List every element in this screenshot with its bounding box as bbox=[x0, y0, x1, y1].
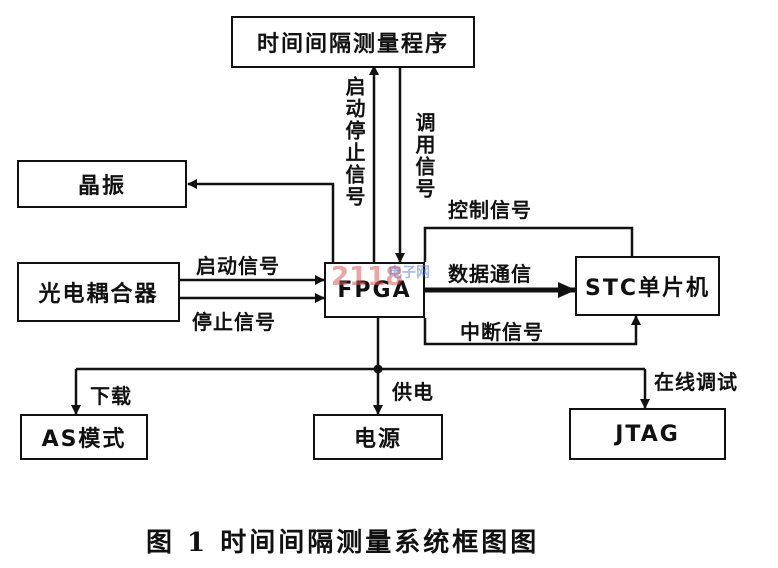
crystal-arrow bbox=[187, 179, 335, 262]
online-debug-label: 在线调试 bbox=[654, 370, 738, 394]
jtag-box: JTAG bbox=[569, 408, 726, 460]
call-signal-label: 调用信号 bbox=[412, 112, 436, 200]
control-signal-label: 控制信号 bbox=[448, 198, 532, 222]
program-box: 时间间隔测量程序 bbox=[231, 16, 475, 68]
stc-box: STC单片机 bbox=[575, 256, 720, 316]
power-supply-label: 供电 bbox=[392, 380, 434, 404]
bus-junction-dot bbox=[373, 364, 383, 374]
interrupt-signal-label: 中断信号 bbox=[460, 320, 544, 344]
figure-caption: 图 1 时间间隔测量系统框图图 bbox=[146, 528, 540, 558]
fpga-box: FPGA bbox=[324, 262, 425, 318]
as-mode-box: AS模式 bbox=[20, 414, 148, 460]
interrupt-signal-arrow bbox=[423, 315, 641, 346]
crystal-box: 晶振 bbox=[17, 160, 187, 208]
control-signal-line bbox=[423, 226, 634, 262]
data-comm-label: 数据通信 bbox=[448, 262, 532, 286]
start-stop-signal-label: 启动停止信号 bbox=[342, 76, 366, 208]
stop-signal-label: 停止信号 bbox=[192, 310, 276, 334]
power-box: 电源 bbox=[313, 414, 443, 460]
coupler-box: 光电耦合器 bbox=[17, 262, 180, 322]
start-signal-label: 启动信号 bbox=[196, 254, 280, 278]
download-label: 下载 bbox=[90, 384, 132, 408]
